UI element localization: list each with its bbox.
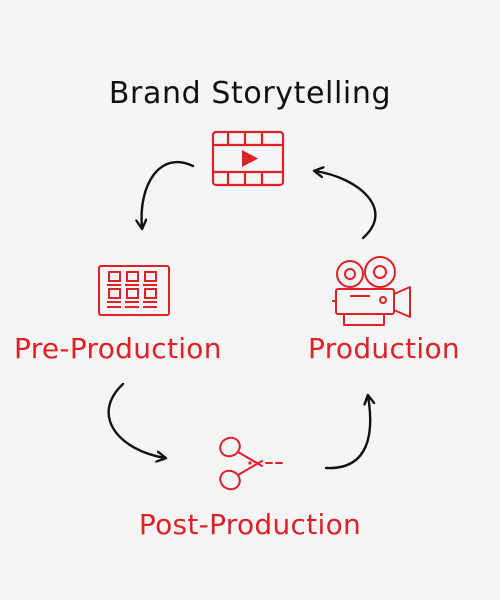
diagram-title: Brand Storytelling xyxy=(108,76,392,111)
scissors-icon xyxy=(219,436,283,491)
arrow-production-to-top xyxy=(315,171,377,240)
storyboard-icon xyxy=(98,265,170,316)
video-play-icon xyxy=(211,130,285,187)
arrow-top-to-pre xyxy=(142,160,195,228)
production-label: Production xyxy=(308,332,460,365)
film-camera-icon xyxy=(332,256,411,326)
arrow-pre-to-post xyxy=(107,382,165,458)
pre-production-label: Pre-Production xyxy=(14,332,222,365)
post-production-label: Post-Production xyxy=(138,508,362,541)
arrow-post-to-production xyxy=(324,396,370,470)
